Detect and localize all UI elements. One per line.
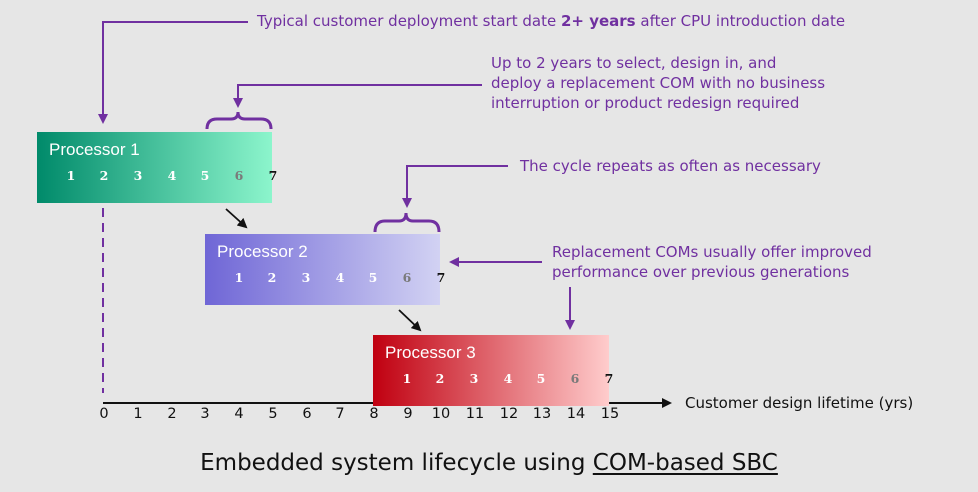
deployment-start-arrow: [98, 21, 248, 124]
processor-3-year-1: 1: [402, 371, 412, 386]
processor-3-year-2: 2: [435, 371, 445, 386]
processor-1-bar: Processor 1 1 2 3 4 5 6 7: [37, 132, 278, 203]
processor-3-year-5: 5: [536, 371, 546, 386]
axis-tick-9: 9: [403, 406, 413, 422]
processor-2-year-1: 1: [234, 270, 244, 285]
processor-1-year-7: 7: [268, 168, 278, 183]
diagram-caption-text: Embedded system lifecycle using: [200, 450, 593, 476]
processor-3-bar: Processor 3 1 2 3 4 5 6 7: [373, 335, 614, 406]
processor-3-year-4: 4: [503, 371, 513, 386]
axis-tick-4: 4: [234, 406, 244, 422]
processor-3-year-3: 3: [469, 371, 479, 386]
processor-3-year-6: 6: [570, 371, 580, 386]
processor-1-year-6: 6: [234, 168, 244, 183]
diagram-caption: Embedded system lifecycle using COM-base…: [0, 450, 978, 476]
processor-2-year-5: 5: [368, 270, 378, 285]
cycle-repeats-brace: [373, 212, 441, 233]
note-deployment-start: Typical customer deployment start date 2…: [257, 11, 845, 31]
axis-tick-0: 0: [99, 406, 109, 422]
processor-3-year-7: 7: [604, 371, 614, 386]
processor-2-year-6: 6: [402, 270, 412, 285]
note-replacement-window-line-2: deploy a replacement COM with no busines…: [491, 74, 826, 92]
note-replacement-window: Up to 2 years to select, design in, and …: [491, 53, 825, 113]
processor-3-label: Processor 3: [385, 343, 476, 362]
cycle-repeats-arrow: [402, 165, 508, 208]
processor-1-year-1: 1: [66, 168, 76, 183]
replacement-window-arrow: [233, 84, 482, 108]
processor-2-bar: Processor 2 1 2 3 4 5 6 7: [205, 234, 446, 305]
axis-tick-15: 15: [600, 406, 620, 422]
axis-tick-1: 1: [133, 406, 143, 422]
axis-tick-6: 6: [302, 406, 312, 422]
axis-tick-12: 12: [499, 406, 519, 422]
processor-3-years: 1 2 3 4 5 6 7: [373, 371, 614, 391]
processor-1-years: 1 2 3 4 5 6 7: [37, 168, 278, 188]
axis-tick-3: 3: [200, 406, 210, 422]
replacement-window-brace: [205, 111, 273, 130]
axis-tick-11: 11: [465, 406, 485, 422]
axis-tick-10: 10: [431, 406, 451, 422]
processor-2-year-2: 2: [267, 270, 277, 285]
axis-tick-7: 7: [335, 406, 345, 422]
note-cycle-repeats-text: The cycle repeats as often as necessary: [520, 157, 821, 175]
transition-arrow-2-3: [398, 309, 422, 332]
processor-1-year-3: 3: [133, 168, 143, 183]
axis-tick-8: 8: [369, 406, 379, 422]
processor-1-year-2: 2: [99, 168, 109, 183]
processor-1-label: Processor 1: [49, 140, 140, 159]
axis-tick-13: 13: [532, 406, 552, 422]
processor-2-year-3: 3: [301, 270, 311, 285]
diagram-caption-underlined: COM-based SBC: [592, 450, 778, 476]
processor-2-year-4: 4: [335, 270, 345, 285]
note-replacement-window-line-3: interruption or product redesign require…: [491, 94, 800, 112]
axis-caption: Customer design lifetime (yrs): [685, 394, 914, 412]
note-deployment-start-pre: Typical customer deployment start date: [257, 12, 561, 30]
axis-tick-5: 5: [268, 406, 278, 422]
axis-tick-2: 2: [167, 406, 177, 422]
note-cycle-repeats: The cycle repeats as often as necessary: [520, 156, 821, 176]
axis-tick-14: 14: [566, 406, 586, 422]
transition-arrow-1-2: [225, 208, 248, 229]
note-improved-performance: Replacement COMs usually offer improved …: [552, 242, 872, 282]
processor-1-year-5: 5: [200, 168, 210, 183]
note-improved-performance-line-2: performance over previous generations: [552, 263, 850, 281]
processor-2-year-7: 7: [436, 270, 446, 285]
note-deployment-start-bold: 2+ years: [560, 12, 636, 30]
note-replacement-window-line-1: Up to 2 years to select, design in, and: [491, 54, 777, 72]
processor-2-label: Processor 2: [217, 242, 308, 261]
note-improved-performance-line-1: Replacement COMs usually offer improved: [552, 243, 872, 261]
processor-2-years: 1 2 3 4 5 6 7: [205, 270, 446, 290]
processor-1-year-4: 4: [167, 168, 177, 183]
note-deployment-start-post: after CPU introduction date: [635, 12, 846, 30]
